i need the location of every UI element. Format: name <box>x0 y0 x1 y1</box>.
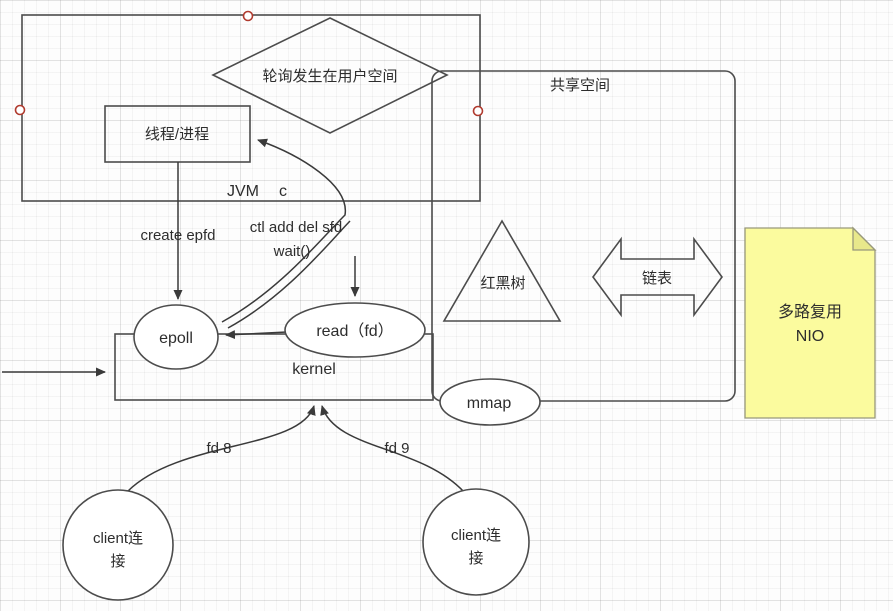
ctl-edge-label-line2: wait() <box>273 243 311 260</box>
create-epfd-edge-label: create epfd <box>140 227 215 244</box>
read-fd-ellipse[interactable] <box>284 302 426 358</box>
linked-list-double-arrow[interactable] <box>592 236 723 318</box>
sticky-note[interactable] <box>744 227 876 419</box>
kernel-label: kernel <box>292 361 336 378</box>
shared-space-label: 共享空间 <box>550 77 610 94</box>
thread-process-label: 线程/进程 <box>145 126 209 143</box>
jvm-box[interactable] <box>21 14 481 202</box>
sticky-note-fold-corner <box>852 226 877 251</box>
client-left-label-line1: client连 <box>93 530 143 547</box>
mmap-ellipse[interactable] <box>439 378 541 426</box>
jvm-label-extra: c <box>279 183 287 200</box>
read-fd-label: read（fd） <box>316 322 393 340</box>
linked-list-label: 链表 <box>642 270 672 287</box>
poll-diamond-label: 轮询发生在用户空间 <box>262 68 397 85</box>
fd9-edge-label: fd 9 <box>384 440 409 457</box>
mmap-label: mmap <box>467 395 512 412</box>
read-to-epoll-connector[interactable] <box>225 330 288 340</box>
client-left-circle[interactable] <box>62 489 174 601</box>
red-black-tree-label: 红黑树 <box>480 275 525 292</box>
connection-handle-top[interactable] <box>242 10 254 22</box>
sticky-note-label-line1: 多路复用 <box>778 303 842 321</box>
wait-call-connector[interactable] <box>227 220 351 329</box>
client-right-label-line2: 接 <box>468 550 483 567</box>
fd8-edge-label: fd 8 <box>206 440 231 457</box>
ctl-edge-label-line1: ctl add del sfd <box>250 219 343 236</box>
connection-handle-left[interactable] <box>14 104 26 116</box>
client-right-circle[interactable] <box>422 488 530 596</box>
kernel-box[interactable] <box>114 333 434 401</box>
poll-diamond[interactable] <box>211 17 449 134</box>
jvm-label: JVM <box>227 183 259 200</box>
fd9-connector[interactable] <box>320 405 465 493</box>
epoll-label: epoll <box>159 330 193 347</box>
epoll-return-to-thread-connector[interactable] <box>221 138 346 323</box>
shared-space-box[interactable] <box>431 70 736 402</box>
sticky-note-label-line2: NIO <box>796 328 824 345</box>
red-black-tree-triangle[interactable] <box>442 219 562 322</box>
client-right-label-line1: client连 <box>451 527 501 544</box>
fd8-connector[interactable] <box>127 405 316 492</box>
client-left-label-line2: 接 <box>110 553 125 570</box>
connection-handle-shared-space[interactable] <box>472 105 484 117</box>
epoll-ellipse[interactable] <box>133 304 219 370</box>
